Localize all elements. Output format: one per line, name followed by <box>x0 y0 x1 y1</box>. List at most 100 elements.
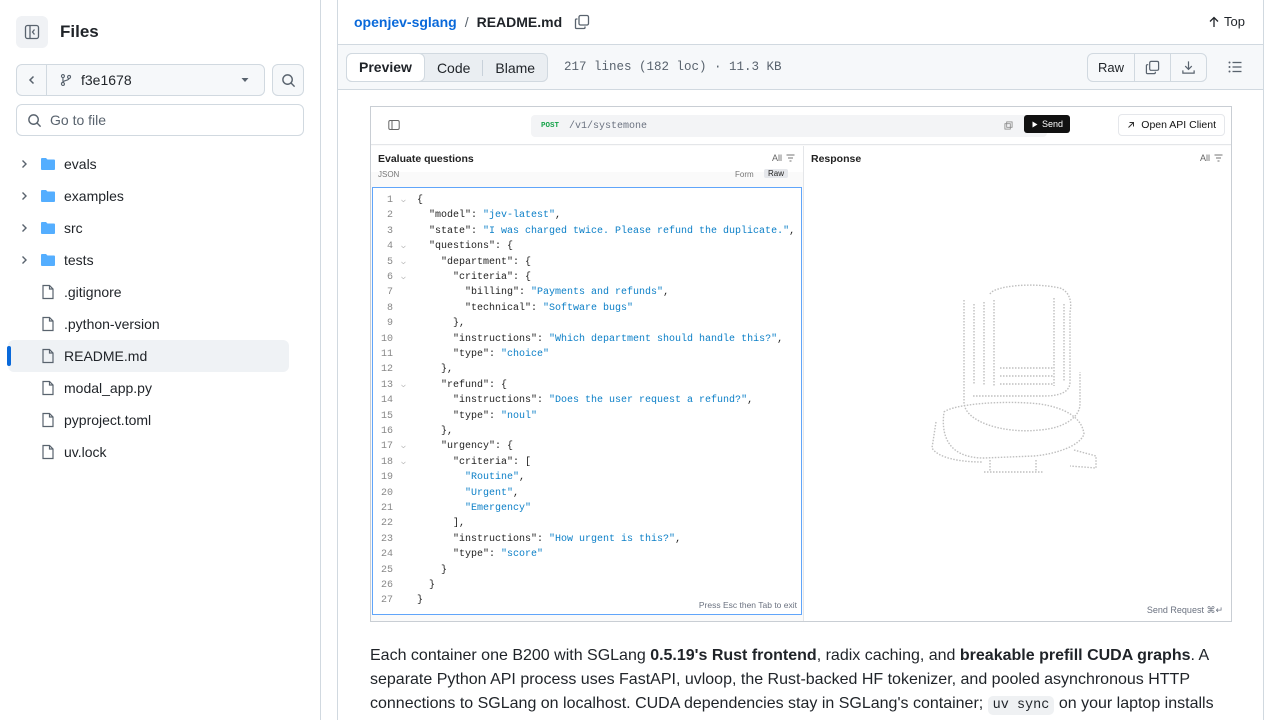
download-icon <box>1182 61 1195 74</box>
code-text: "instructions": "How urgent is this?", <box>417 532 681 547</box>
fold-chevron-icon: ⌵ <box>401 196 406 205</box>
code-token: "department": { <box>417 256 532 268</box>
code-token: "urgency": { <box>417 441 514 453</box>
code-string: "jev-latest" <box>483 210 556 222</box>
code-text: ], <box>417 516 465 531</box>
all-label: All <box>1199 153 1210 163</box>
chevron-right-icon[interactable] <box>16 254 32 266</box>
sidebar-collapse-icon <box>24 24 40 40</box>
line-number: 2 <box>386 210 393 222</box>
code-string: "Payments and refunds" <box>531 287 664 299</box>
tree-file[interactable]: .python-version <box>8 308 304 340</box>
folder-icon <box>40 220 56 236</box>
line-number: 25 <box>380 564 393 576</box>
code-string: "noul" <box>501 410 538 422</box>
code-text: "type": "score" <box>417 547 543 562</box>
tab-code[interactable]: Code <box>436 59 471 76</box>
code-token: "refund": { <box>417 379 508 391</box>
tree-folder[interactable]: examples <box>8 180 304 212</box>
body-format-bar: JSON Form Raw <box>378 169 800 182</box>
fold-chevron-icon: ⌵ <box>401 457 406 467</box>
copy-raw-button[interactable] <box>1135 54 1171 81</box>
json-editor: Press Esc then Tab to exit 1⌵{2 "model":… <box>372 187 802 615</box>
fold-chevron-icon: ⌵ <box>401 380 406 390</box>
search-files-button[interactable] <box>272 64 304 96</box>
download-button[interactable] <box>1171 54 1206 81</box>
code-token: "instructions": <box>417 333 550 345</box>
tab-blame[interactable]: Blame <box>495 59 536 76</box>
code-text: "state": "I was charged twice. Please re… <box>417 224 795 239</box>
tree-item-label: examples <box>64 188 124 204</box>
code-text: "technical": "Software bugs" <box>417 301 633 316</box>
file-icon <box>40 380 56 396</box>
code-string: "Software bugs" <box>543 302 634 314</box>
code-text: "type": "choice" <box>417 347 549 362</box>
back-to-top-link[interactable]: Top <box>1208 14 1245 29</box>
chevron-right-icon[interactable] <box>16 158 32 170</box>
tab-divider <box>482 59 484 76</box>
file-icon <box>40 284 56 300</box>
tree-folder[interactable]: evals <box>8 148 304 180</box>
breadcrumb: openjev-sglang / README.md Top <box>338 0 1263 44</box>
tree-item-label: tests <box>64 252 94 268</box>
line-number: 27 <box>380 595 393 607</box>
list-unordered-icon <box>1228 61 1242 73</box>
editor-hint: Press Esc then Tab to exit <box>698 600 797 610</box>
chevron-right-icon[interactable] <box>16 222 32 234</box>
outline-button[interactable] <box>1227 59 1243 75</box>
view-mode-switch: Preview Code Blame <box>346 52 549 82</box>
code-text: "questions": { <box>417 239 513 254</box>
response-panel-title: Response <box>811 153 862 165</box>
filter-icon <box>1214 154 1223 162</box>
file-toolbar: Preview Code Blame 217 lines (182 loc) ·… <box>338 44 1263 90</box>
line-number: 21 <box>380 503 393 514</box>
tree-item-label: .python-version <box>64 316 160 332</box>
code-string: "choice" <box>501 349 550 360</box>
branch-selector[interactable]: f3e1678 <box>16 64 265 96</box>
line-number: 4 <box>386 241 393 253</box>
code-text: }, <box>417 362 453 377</box>
tree-file[interactable]: README.md <box>7 340 289 372</box>
code-text: }, <box>417 316 465 331</box>
code-token: } <box>417 564 448 576</box>
code-text: "criteria": [ <box>417 455 531 470</box>
git-branch-icon <box>60 74 72 86</box>
chevron-right-icon[interactable] <box>16 190 32 202</box>
paragraph-bold: 0.5.19's Rust frontend <box>650 647 817 664</box>
code-text: "Emergency" <box>417 501 531 516</box>
tree-item-label: README.md <box>64 348 148 364</box>
tree-file[interactable]: uv.lock <box>8 436 304 468</box>
breadcrumb-separator: / <box>464 14 469 30</box>
tree-folder[interactable]: tests <box>8 244 304 276</box>
raw-button[interactable]: Raw <box>1088 54 1135 81</box>
paragraph-text: . A separate Python API process uses Fas… <box>370 647 1209 712</box>
file-icon <box>40 444 56 460</box>
tree-file[interactable]: modal_app.py <box>8 372 304 404</box>
tree-folder[interactable]: src <box>8 212 304 244</box>
collapse-sidebar-button[interactable] <box>16 16 48 48</box>
fold-chevron-icon: ⌵ <box>401 257 406 267</box>
tree-file[interactable]: .gitignore <box>8 276 304 308</box>
breadcrumb-file: README.md <box>476 14 563 30</box>
tree-item-label: pyproject.toml <box>64 412 152 428</box>
paragraph-text: , radix caching, and <box>816 647 960 664</box>
tab-preview[interactable]: Preview <box>346 52 425 82</box>
copy-icon <box>574 14 590 30</box>
sidebar-header: Files <box>16 16 99 48</box>
code-text: "department": { <box>417 255 531 270</box>
code-token: "criteria": [ <box>417 456 532 468</box>
paragraph-text: Each container one B200 with SGLang <box>370 647 651 664</box>
copy-icon <box>1145 60 1160 75</box>
copy-path-button[interactable] <box>574 14 590 30</box>
empty-response-illustration <box>931 284 1097 473</box>
code-token: }, <box>417 426 454 437</box>
tree-item-label: evals <box>64 156 97 172</box>
file-meta: 217 lines (182 loc) · 11.3 KB <box>564 60 782 74</box>
go-to-file-input[interactable] <box>50 112 290 128</box>
code-token: "criteria": { <box>417 272 532 283</box>
api-path: /v1/systemone <box>569 120 648 132</box>
breadcrumb-repo-link[interactable]: openjev-sglang <box>354 14 457 30</box>
tree-file[interactable]: pyproject.toml <box>8 404 304 436</box>
branch-back-button[interactable] <box>17 65 47 95</box>
api-url-bar: POST /v1/systemone <box>531 115 1047 137</box>
